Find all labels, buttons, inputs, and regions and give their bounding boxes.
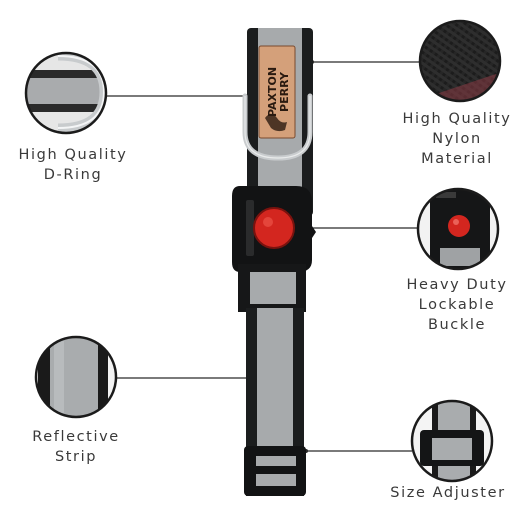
- brand-tag: PAXTON PERRY: [258, 45, 296, 139]
- buckle-label-line-1: Heavy Duty: [406, 277, 508, 293]
- nylon-label-line-2: Nylon: [432, 131, 482, 147]
- lockable-buckle-closeup: [416, 187, 500, 271]
- buckle-label: Heavy Duty Lockable Buckle: [396, 275, 518, 335]
- size-adjuster-closeup: [410, 399, 494, 483]
- nylon-texture-closeup: [418, 19, 502, 103]
- nylon-label-line-3: Material: [421, 151, 493, 167]
- nylon-label: High Quality Nylon Material: [396, 109, 518, 169]
- d-ring-label-line-2: D-Ring: [43, 167, 103, 183]
- reflective-label-line-2: Strip: [54, 449, 98, 465]
- nylon-label-line-1: High Quality: [402, 111, 512, 127]
- buckle-label-line-2: Lockable: [418, 297, 496, 313]
- reflective-label: Reflective Strip: [14, 427, 138, 467]
- d-ring-label-line-1: High Quality: [18, 147, 128, 163]
- d-ring-closeup: [24, 51, 108, 135]
- d-ring-label: High Quality D-Ring: [10, 145, 136, 185]
- lock-button-icon: [254, 208, 294, 248]
- dog-logo-icon: [265, 114, 287, 132]
- buckle-label-line-3: Buckle: [427, 317, 487, 333]
- reflective-strip-closeup: [34, 335, 118, 419]
- brand-line-1: PAXTON: [266, 67, 279, 117]
- buckle: [232, 186, 316, 272]
- collar: PAXTON PERRY: [232, 28, 316, 496]
- reflective-label-line-1: Reflective: [32, 429, 120, 445]
- brand-line-2: PERRY: [278, 71, 291, 112]
- adjuster-label-line-1: Size Adjuster: [390, 485, 506, 501]
- size-adjuster: [244, 446, 306, 496]
- adjuster-label: Size Adjuster: [380, 483, 516, 503]
